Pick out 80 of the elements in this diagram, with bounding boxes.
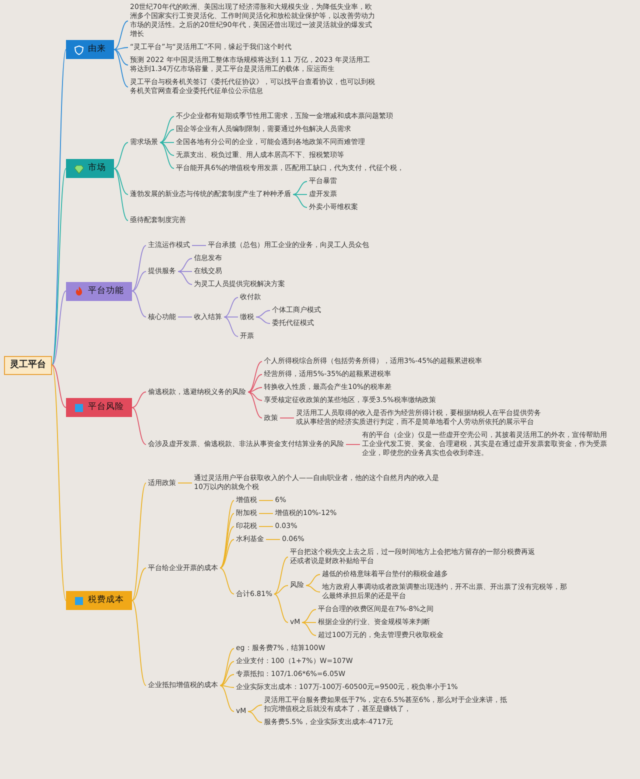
topic-label: 由来 <box>88 44 106 55</box>
connector-line <box>132 568 146 601</box>
connector-line <box>220 513 234 568</box>
connector-line <box>220 685 234 688</box>
connector-line <box>178 258 192 272</box>
connector-line <box>266 539 280 540</box>
connector-line <box>220 539 234 568</box>
connector-line <box>274 585 288 594</box>
connector-line <box>132 482 146 601</box>
connector-line <box>224 316 238 318</box>
topic-label: 税费成本 <box>88 595 124 606</box>
connector-line <box>302 622 316 623</box>
connector-line <box>224 316 238 337</box>
connector-line <box>160 129 174 143</box>
central-topic-box: 灵工平台 <box>4 356 52 374</box>
connector-line <box>248 374 262 392</box>
connector-line <box>248 711 262 723</box>
connector-line <box>132 407 146 445</box>
connector-line <box>114 20 128 50</box>
connector-line <box>52 168 66 366</box>
connector-line <box>258 513 274 514</box>
connector-line <box>160 116 174 143</box>
connector-line <box>274 594 288 623</box>
connector-line <box>132 245 146 292</box>
connector-line <box>114 49 128 88</box>
connector-line <box>114 49 128 66</box>
connector-line <box>220 661 234 686</box>
connector-line <box>160 142 174 156</box>
connector-line <box>248 704 262 712</box>
connector-line <box>258 500 274 501</box>
topic-label: 市场 <box>88 163 106 174</box>
connector-line <box>302 622 316 636</box>
connector-line <box>132 600 146 686</box>
branch-topic-box <box>66 159 114 178</box>
topic-label: 平台功能 <box>88 286 124 296</box>
connector-line <box>224 297 238 318</box>
connector-line <box>220 685 234 712</box>
connector-line <box>132 290 146 318</box>
connector-line <box>220 526 234 568</box>
connector-line <box>52 290 66 366</box>
connector-line <box>292 194 308 195</box>
connector-line <box>132 392 146 408</box>
connector-line <box>248 387 262 392</box>
connector-line <box>178 271 192 285</box>
connector-line <box>52 364 66 408</box>
connector-line <box>178 271 192 272</box>
connector-line <box>178 316 192 318</box>
connector-line <box>220 568 234 594</box>
connector-line <box>346 444 360 445</box>
topic-label: 平台风险 <box>88 402 124 413</box>
connector-line <box>292 181 308 195</box>
connector-line <box>114 168 128 195</box>
connector-line <box>160 142 174 143</box>
connector-line <box>256 310 270 318</box>
connector-line <box>52 364 66 601</box>
connector-line <box>220 674 234 686</box>
branch-topic-box <box>66 398 132 417</box>
connector-line <box>114 47 128 50</box>
connector-line <box>256 316 270 324</box>
branch-topic-box <box>66 591 132 610</box>
connector-line <box>258 526 274 527</box>
connector-line <box>248 392 262 401</box>
branch-topic-box <box>66 40 114 59</box>
connector-line <box>114 168 128 221</box>
connector-line <box>178 482 192 484</box>
connector-line <box>274 556 288 594</box>
branch-topic-box <box>66 282 132 300</box>
connector-line <box>220 500 234 568</box>
connector-line <box>220 648 234 686</box>
connector-line <box>306 585 320 592</box>
connector-line <box>302 609 316 623</box>
connector-line <box>52 49 66 366</box>
connector-line <box>292 194 308 208</box>
connector-line <box>248 361 262 392</box>
connector-line <box>114 142 128 169</box>
connector-line <box>160 142 174 169</box>
connector-line <box>132 271 146 292</box>
connector-line <box>248 392 262 418</box>
connector-line <box>192 245 206 246</box>
connector-line <box>306 574 320 586</box>
